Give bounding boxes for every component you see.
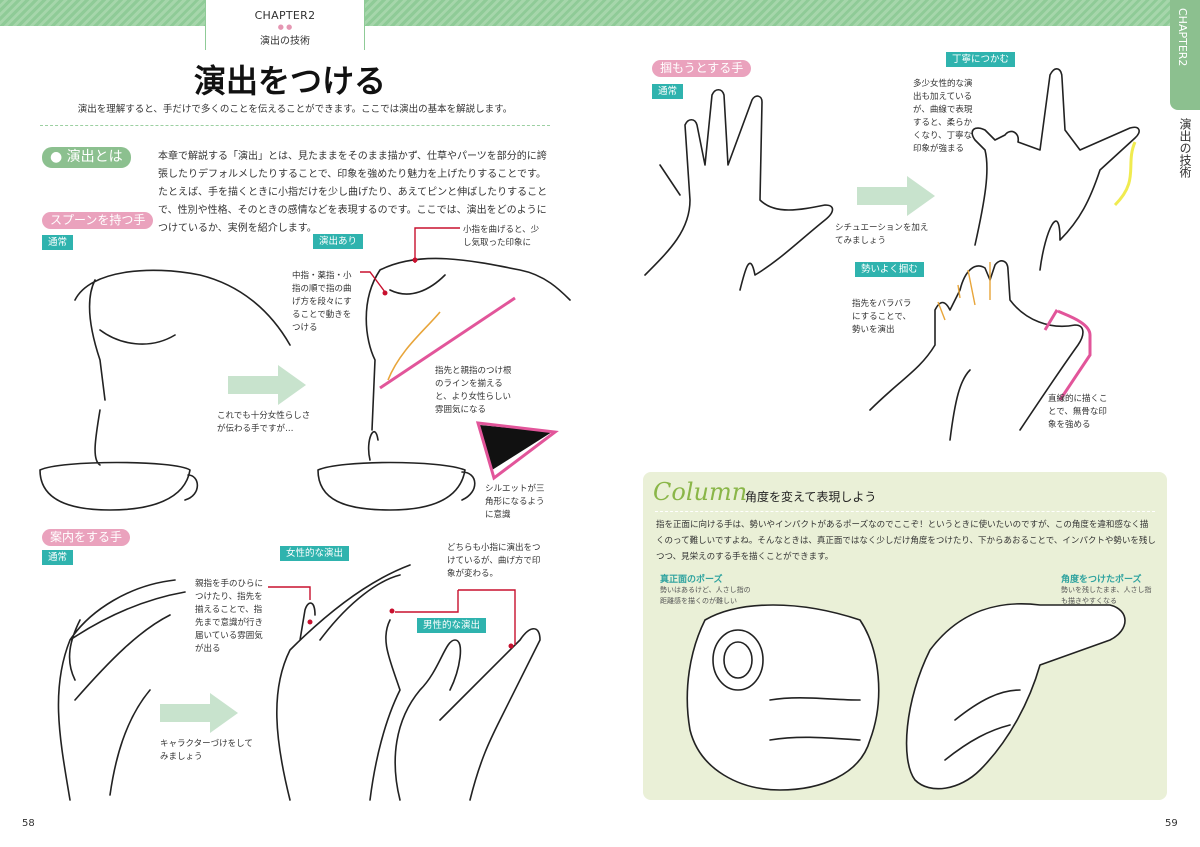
spoon-with-label: 演出あり	[313, 234, 364, 249]
arrow-icon	[228, 365, 306, 405]
arrow-icon	[160, 693, 238, 733]
chapter-tab: CHAPTER2 ● ● 演出の技術	[205, 0, 365, 50]
grab-note-arrow: シチュエーションを加えてみましょう	[835, 223, 929, 246]
spoon-normal-label: 通常	[42, 235, 74, 250]
column-divider	[655, 511, 1155, 512]
guide-note-thumb: 親指を手のひらにつけたり、指先を揃えることで、指先まで意識が行き届いている雰囲気…	[195, 579, 264, 654]
side-chapter-title: 演出の技術	[1178, 118, 1192, 178]
intro-pill: ● 演出とは	[42, 147, 131, 168]
page-title: 演出をつける	[193, 62, 386, 100]
spoon-note-silhouette: シルエットが三角形になるように意識	[485, 484, 545, 520]
grab-vigorous-label: 勢いよく掴む	[855, 262, 924, 277]
side-chapter-tab: CHAPTER2	[1170, 0, 1200, 110]
guide-male-label: 男性的な演出	[417, 618, 487, 633]
guide-note-both: どちらも小指に演出をつけているが、曲げ方で印象が変わる。	[447, 543, 541, 579]
spoon-note-pinky: 小指を曲げると、少し気取った印象に	[463, 225, 540, 248]
arrow-icon	[857, 176, 935, 216]
angle-pose-title: 角度をつけたポーズ	[1061, 575, 1142, 585]
guide-note-arrow: キャラクターづけをしてみましょう	[160, 739, 253, 762]
guide-normal-label: 通常	[42, 550, 74, 565]
grab-note-spread: 指先をバラバラにすることで、勢いを演出	[852, 299, 912, 335]
spoon-note-fingers: 中指・薬指・小指の順で指の曲げ方を段々にすることで動きをつける	[292, 271, 352, 333]
grab-normal-label: 通常	[652, 84, 684, 99]
spoon-pill: スプーンを持つ手	[42, 212, 154, 229]
intro-text: 本章で解説する「演出」とは、見たままをそのまま描かず、仕草やパーツを部分的に誇張…	[158, 151, 548, 234]
chapter-label: CHAPTER2	[254, 9, 316, 22]
front-pose-title: 真正面のポーズ	[660, 575, 723, 585]
header-stripe	[0, 0, 205, 26]
spoon-note-arrow: これでも十分女性らしさが伝わる手ですが…	[217, 411, 311, 434]
front-pose-desc: 勢いはあるけど、人さし指の距離感を描くのが難しい	[660, 586, 751, 605]
grab-note-careful: 多少女性的な演出も加えているが、曲線で表現すると、柔らかくなり、丁寧な印象が強ま…	[913, 79, 973, 154]
page-number-right: 59	[1165, 818, 1178, 829]
guide-female-label: 女性的な演出	[280, 546, 350, 561]
grab-pill: 掴もうとする手	[652, 60, 752, 77]
grab-careful-label: 丁寧につかむ	[946, 52, 1016, 67]
column-title: 角度を変えて表現しよう	[745, 490, 877, 504]
chapter-dots: ● ●	[277, 23, 293, 31]
page-subtitle: 演出を理解すると、手だけで多くのことを伝えることができます。ここでは演出の基本を…	[77, 104, 513, 115]
column-label: Column	[653, 478, 748, 506]
grab-note-straight: 直線的に描くことで、無骨な印象を強める	[1048, 394, 1108, 430]
angle-pose-desc: 勢いを残したまま、人さし指も描きやすくなる	[1061, 586, 1152, 605]
chapter-title: 演出の技術	[260, 36, 310, 47]
header-stripe	[365, 0, 1170, 26]
column-text: 指を正面に向ける手は、勢いやインパクトがあるポーズなのでここぞ！というときに使い…	[656, 520, 1156, 562]
page-number-left: 58	[22, 818, 35, 829]
guide-pill: 案内をする手	[42, 529, 131, 546]
side-chapter-label: CHAPTER2	[1176, 8, 1189, 67]
divider	[40, 125, 550, 126]
spoon-note-line: 指先と親指のつけ根のラインを揃えると、より女性らしい雰囲気になる	[435, 366, 512, 415]
